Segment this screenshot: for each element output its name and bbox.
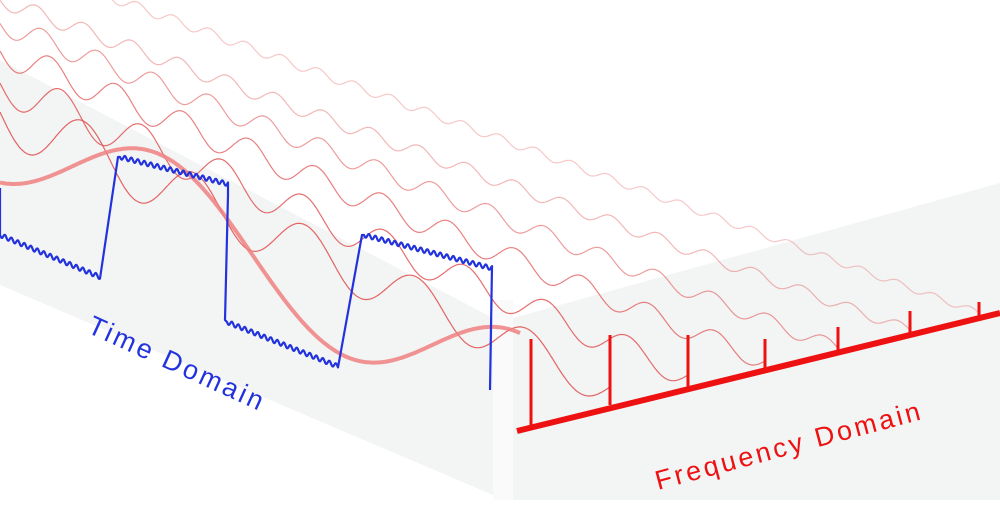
harmonic-wave: [0, 0, 911, 331]
frequency-domain-plane: [513, 183, 1000, 500]
square-wave: [0, 154, 494, 391]
square-wave-group: [0, 154, 494, 391]
harmonic-wave: [111, 0, 980, 314]
harmonic-wave: [0, 50, 766, 366]
frequency-spikes-group: [529, 302, 981, 428]
fundamental-wave: [0, 146, 521, 365]
frequency-axis: [516, 310, 1000, 434]
time-plane-lower-cut: [0, 285, 493, 500]
plane-edge: [493, 300, 513, 500]
harmonic-wave: [0, 23, 839, 349]
fundamental-wave-group: [0, 146, 521, 365]
harmonic-wave: [0, 82, 689, 382]
